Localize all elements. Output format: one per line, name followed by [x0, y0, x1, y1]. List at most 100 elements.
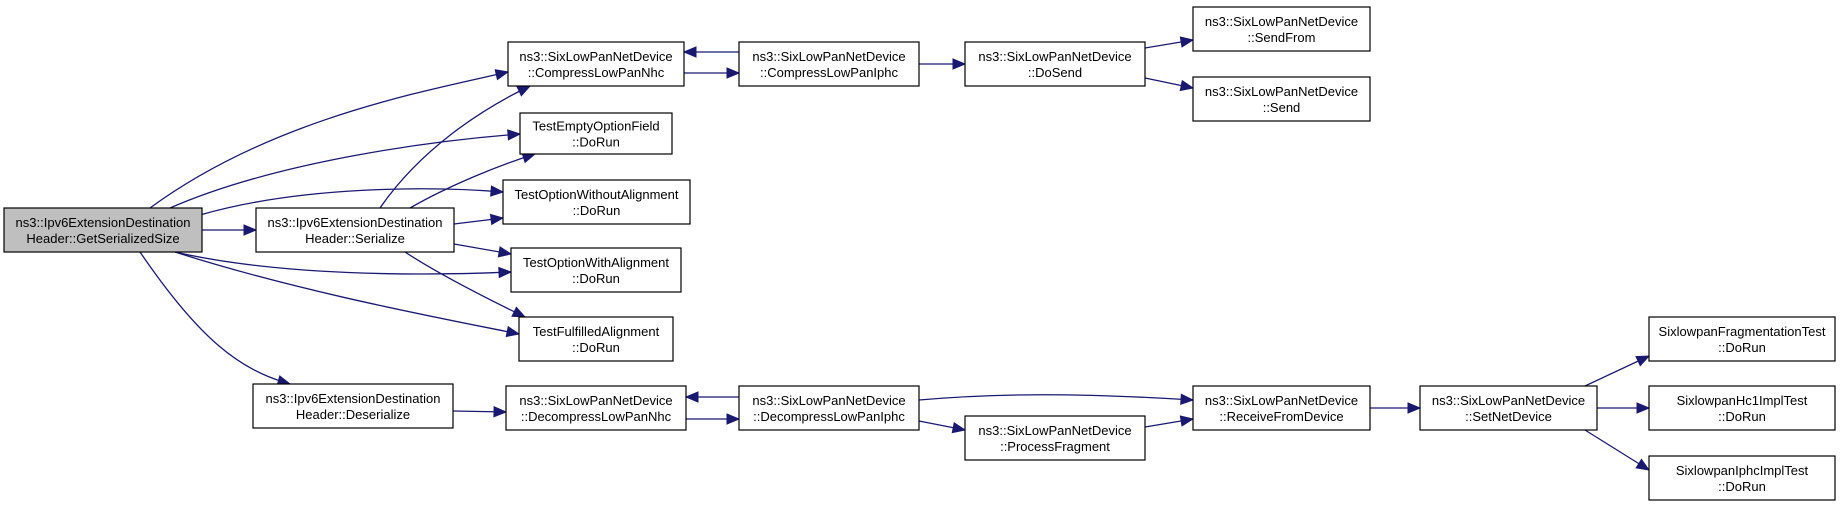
node-label-line: SixlowpanFragmentationTest [1659, 324, 1826, 339]
node-shc1[interactable]: SixlowpanHc1ImplTest::DoRun [1648, 385, 1836, 431]
node-label-line: TestFulfilledAlignment [533, 324, 660, 339]
node-rfd[interactable]: ns3::SixLowPanNetDevice::ReceiveFromDevi… [1192, 385, 1371, 431]
node-sft[interactable]: SixlowpanFragmentationTest::DoRun [1648, 316, 1836, 362]
node-label-line: ns3::SixLowPanNetDevice [519, 393, 672, 408]
edge-dosend-to-sfrom [1144, 36, 1195, 49]
edge-rfd-to-snd [1370, 402, 1422, 414]
node-dosend[interactable]: ns3::SixLowPanNetDevice::DoSend [964, 41, 1146, 87]
node-label-line: SixlowpanIphcImplTest [1676, 463, 1809, 478]
node-gss[interactable]: ns3::Ipv6ExtensionDestinationHeader::Get… [3, 207, 203, 253]
node-box [1419, 385, 1598, 431]
node-towa[interactable]: TestOptionWithAlignment::DoRun [510, 247, 682, 293]
node-des[interactable]: ns3::Ipv6ExtensionDestinationHeader::Des… [252, 383, 454, 429]
node-box [1648, 455, 1836, 501]
node-diph[interactable]: ns3::SixLowPanNetDevice::DecompressLowPa… [738, 385, 920, 431]
node-label-line: ::ProcessFragment [1000, 439, 1110, 454]
node-pfrag[interactable]: ns3::SixLowPanNetDevice::ProcessFragment [964, 415, 1146, 461]
edge-ciph-to-cnhc [682, 46, 739, 58]
node-label-line: Header::GetSerializedSize [26, 231, 179, 246]
edge-des-to-dnhc [452, 406, 508, 418]
edge-dnhc-to-diph [686, 413, 741, 425]
node-box [738, 385, 920, 431]
node-box [505, 385, 687, 431]
edge-gss-to-towa [174, 251, 513, 279]
node-teof[interactable]: TestEmptyOptionField::DoRun [519, 112, 673, 155]
node-box [1192, 385, 1371, 431]
node-label-line: ns3::Ipv6ExtensionDestination [266, 391, 441, 406]
node-label-line: ns3::SixLowPanNetDevice [1432, 393, 1585, 408]
node-label-line: ::DoRun [572, 271, 620, 286]
node-label-line: ns3::SixLowPanNetDevice [978, 49, 1131, 64]
node-box [507, 41, 685, 87]
node-label-line: TestOptionWithoutAlignment [514, 187, 678, 202]
node-label-line: ns3::SixLowPanNetDevice [752, 49, 905, 64]
edge-snd-to-sft [1584, 355, 1651, 387]
edge-gss-to-ser [202, 224, 258, 236]
node-label-line: ::SendFrom [1248, 30, 1316, 45]
edge-gss-to-teof [169, 129, 522, 209]
node-label-line: TestEmptyOptionField [532, 119, 659, 134]
node-tfa[interactable]: TestFulfilledAlignment::DoRun [518, 316, 674, 362]
edge-gss-to-tfa [174, 251, 521, 338]
edge-cnhc-to-ciph [684, 67, 741, 79]
node-label-line: ::SetNetDevice [1465, 409, 1552, 424]
edge-ser-to-towoa [453, 213, 505, 226]
edge-ser-to-tfa [404, 251, 527, 318]
node-label-line: ::DoSend [1028, 65, 1082, 80]
node-label-line: ns3::SixLowPanNetDevice [752, 393, 905, 408]
node-label-line: ::DoRun [1718, 340, 1766, 355]
edge-gss-to-cnhc [149, 69, 510, 209]
node-box [1648, 316, 1836, 362]
node-cnhc[interactable]: ns3::SixLowPanNetDevice::CompressLowPanN… [507, 41, 685, 87]
node-label-line: Header::Serialize [305, 231, 405, 246]
node-label-line: SixlowpanHc1ImplTest [1677, 393, 1808, 408]
node-dnhc[interactable]: ns3::SixLowPanNetDevice::DecompressLowPa… [505, 385, 687, 431]
node-box [1192, 76, 1371, 122]
node-snd[interactable]: ns3::SixLowPanNetDevice::SetNetDevice [1419, 385, 1598, 431]
node-send[interactable]: ns3::SixLowPanNetDevice::Send [1192, 76, 1371, 122]
nodes-layer: ns3::Ipv6ExtensionDestinationHeader::Get… [3, 6, 1836, 501]
edge-snd-to-siph [1584, 429, 1651, 471]
node-label-line: ::DoRun [573, 203, 621, 218]
node-sfrom[interactable]: ns3::SixLowPanNetDevice::SendFrom [1192, 6, 1371, 52]
node-label-line: ::DecompressLowPanNhc [521, 409, 672, 424]
node-label-line: ::DoRun [1718, 409, 1766, 424]
node-label-line: Header::Deserialize [296, 407, 410, 422]
node-label-line: ::DoRun [572, 135, 620, 150]
edge-ser-to-cnhc [379, 85, 532, 209]
node-box [255, 207, 455, 253]
node-box [502, 179, 691, 225]
node-label-line: ::DecompressLowPanIphc [753, 409, 905, 424]
edge-ciph-to-dosend [919, 58, 967, 70]
node-label-line: ns3::SixLowPanNetDevice [978, 423, 1131, 438]
node-label-line: TestOptionWithAlignment [523, 255, 669, 270]
node-siph[interactable]: SixlowpanIphcImplTest::DoRun [1648, 455, 1836, 501]
edges-layer [139, 36, 1651, 471]
node-label-line: ns3::SixLowPanNetDevice [1205, 14, 1358, 29]
edge-snd-to-shc1 [1597, 402, 1651, 414]
node-label-line: ns3::SixLowPanNetDevice [1205, 393, 1358, 408]
node-towoa[interactable]: TestOptionWithoutAlignment::DoRun [502, 179, 691, 225]
edge-gss-to-towoa [199, 185, 505, 216]
edge-pfrag-to-rfd [1144, 415, 1195, 428]
node-label-line: ::CompressLowPanNhc [528, 65, 665, 80]
node-box [510, 247, 682, 293]
node-box [519, 112, 673, 155]
node-label-line: ns3::Ipv6ExtensionDestination [268, 215, 443, 230]
node-box [738, 41, 920, 87]
node-box [252, 383, 454, 429]
node-ciph[interactable]: ns3::SixLowPanNetDevice::CompressLowPanI… [738, 41, 920, 87]
edge-diph-to-dnhc [684, 391, 739, 403]
node-label-line: ::ReceiveFromDevice [1219, 409, 1343, 424]
node-label-line: ns3::SixLowPanNetDevice [1205, 84, 1358, 99]
node-box [1192, 6, 1371, 52]
node-box [964, 415, 1146, 461]
node-label-line: ns3::Ipv6ExtensionDestination [16, 215, 191, 230]
node-label-line: ::Send [1263, 100, 1301, 115]
node-box [964, 41, 1146, 87]
node-label-line: ::DoRun [1718, 479, 1766, 494]
edge-dosend-to-send [1144, 77, 1195, 92]
node-label-line: ns3::SixLowPanNetDevice [519, 49, 672, 64]
node-ser[interactable]: ns3::Ipv6ExtensionDestinationHeader::Ser… [255, 207, 455, 253]
